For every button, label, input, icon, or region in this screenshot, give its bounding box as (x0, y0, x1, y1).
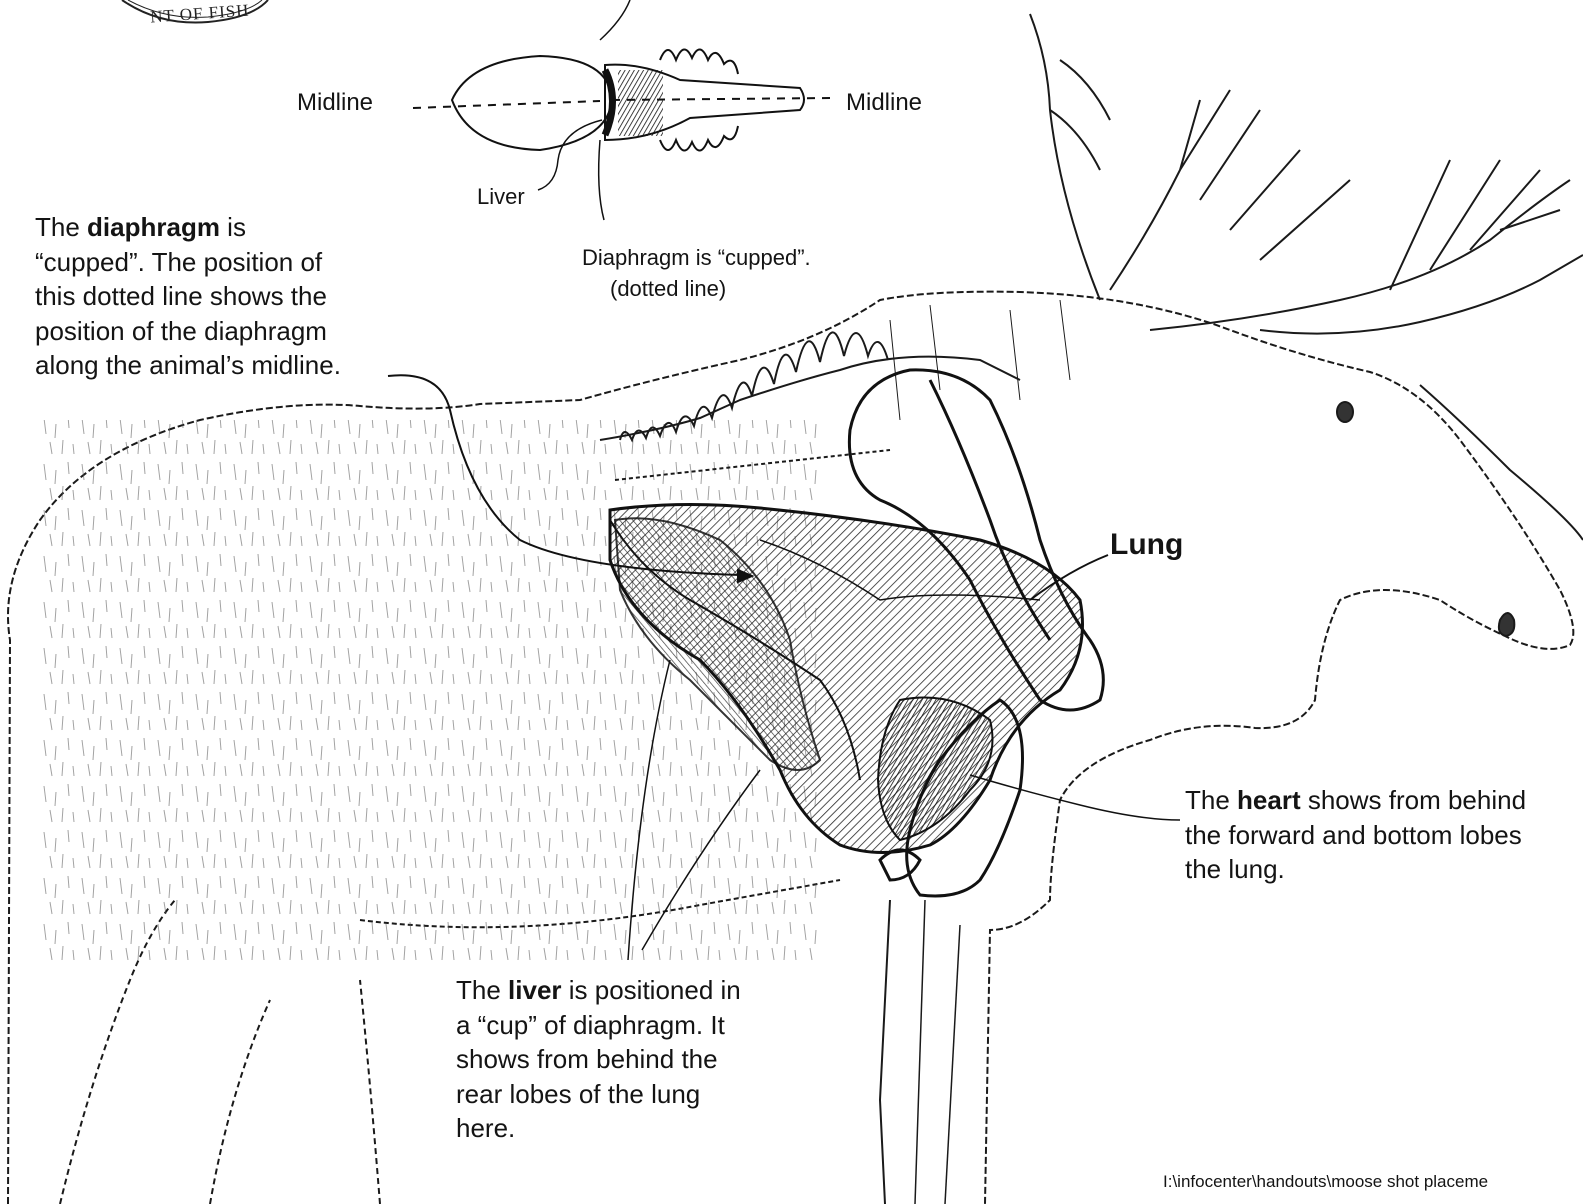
liver-annotation: The liver is positioned in a “cup” of di… (456, 973, 741, 1146)
heart-annotation: The heart shows from behind the forward … (1185, 783, 1526, 887)
diaphragm-annotation: The diaphragm is “cupped”. The position … (35, 210, 341, 383)
heart-leader (970, 775, 1180, 820)
seal-text: NT OF FISH (150, 1, 251, 27)
diaphragm-term: diaphragm (87, 212, 220, 242)
midline-label-right: Midline (846, 89, 922, 117)
inset-caption-line2: (dotted line) (610, 276, 726, 302)
seal-emblem: NT OF FISH (122, 0, 268, 26)
moose-head (1337, 385, 1583, 636)
liver-term: liver (508, 975, 562, 1005)
inset-caption-line1: Diaphragm is “cupped”. (582, 245, 811, 271)
midline-label-left: Midline (297, 89, 373, 117)
heart-term: heart (1237, 785, 1301, 815)
file-path: I:\infocenter\handouts\moose shot placem… (1163, 1172, 1488, 1192)
inset-liver-label: Liver (477, 184, 525, 210)
antlers (1030, 14, 1583, 334)
lung-label: Lung (1110, 528, 1183, 562)
